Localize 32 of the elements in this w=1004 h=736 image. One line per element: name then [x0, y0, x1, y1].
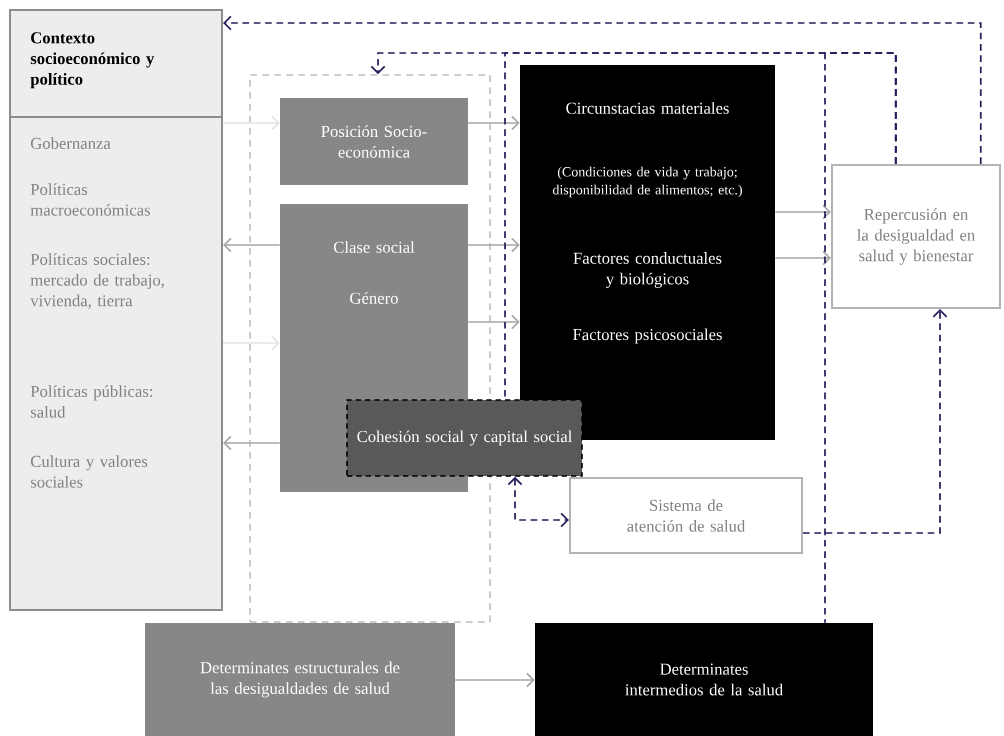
intermediate-box: Determinates intermedios de la salud — [535, 623, 873, 736]
policy-item: Políticas sociales: mercado de trabajo, vivienda, tierra — [30, 253, 164, 309]
section-heading: Contexto socioeconómico y político — [30, 32, 155, 89]
policy-item: Cultura y valores sociales — [30, 455, 148, 488]
factor-label: Factores conductuales y biológicos — [573, 252, 722, 288]
arrow — [507, 476, 569, 528]
policy-item: Políticas macroeconómicas — [30, 183, 150, 216]
cohesion-box: Cohesión social y capital social — [346, 399, 583, 477]
outcome-box: Repercusión en la desigualdad en salud y bienestar — [831, 164, 1001, 309]
category-label: Clase social — [333, 241, 415, 253]
policy-item: Gobernanza — [30, 137, 111, 149]
arrow — [223, 435, 281, 451]
factor-note: (Condiciones de vida y trabajo; disponibilidad de alimentos; etc.) — [552, 166, 742, 198]
arrow — [222, 115, 280, 131]
arrow — [802, 309, 948, 534]
arrow — [774, 204, 831, 220]
arrow — [223, 15, 982, 165]
arrow — [222, 335, 280, 351]
arrow — [467, 115, 520, 131]
policy-item: Políticas públicas: salud — [30, 385, 153, 418]
arrow — [454, 672, 535, 688]
arrow — [467, 314, 520, 330]
connector-line — [824, 52, 897, 624]
category-box: Posición Socio-económica — [280, 98, 468, 185]
factor-label: Circunstacias materiales — [566, 102, 729, 114]
structural-box: Determinates estructurales de las desigualdades de salud — [145, 623, 455, 736]
arrow — [223, 237, 281, 253]
category-label: Género — [350, 292, 398, 304]
factor-label: Factores psicosociales — [573, 328, 722, 344]
arrow — [467, 237, 520, 253]
arrow — [774, 250, 831, 266]
health-system-box: Sistema de atención de salud — [569, 477, 803, 554]
